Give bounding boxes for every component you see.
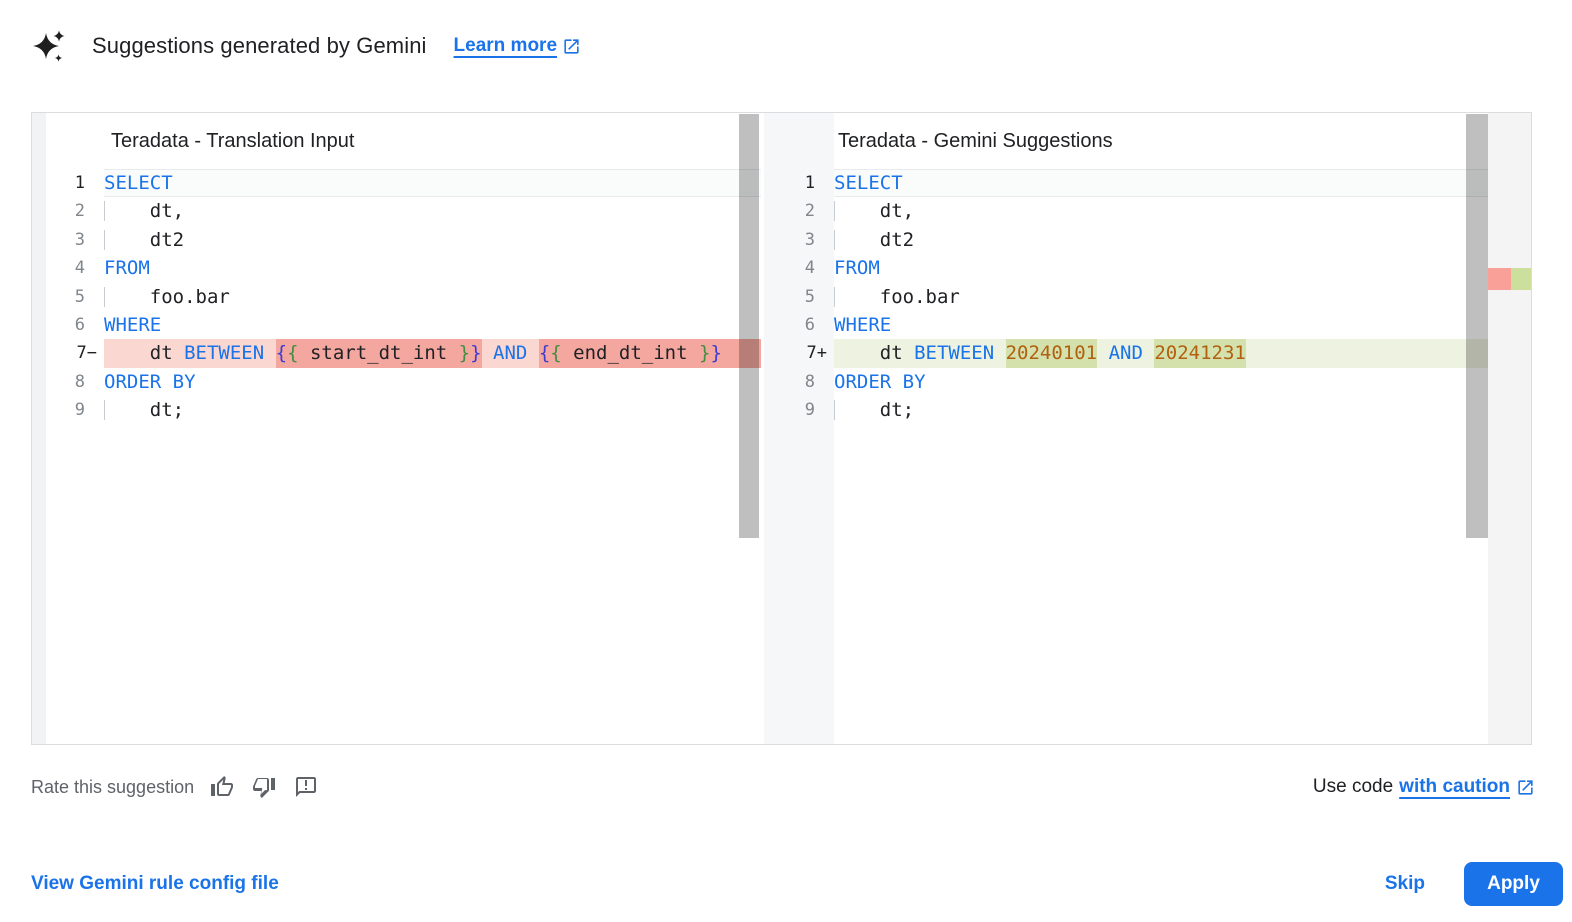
line-number: 7+ bbox=[806, 343, 827, 364]
code-text: foo.bar bbox=[104, 283, 761, 311]
panel-header-right: Teradata - Gemini Suggestions bbox=[764, 113, 1531, 169]
line-number: 5 bbox=[74, 286, 85, 307]
external-link-icon bbox=[564, 38, 579, 54]
rate-row: Rate this suggestion Use code with cauti… bbox=[31, 771, 1535, 803]
use-code-caution: Use code with caution bbox=[1313, 776, 1535, 798]
thumb-up-button[interactable] bbox=[209, 774, 235, 800]
code-line: 5 foo.bar bbox=[764, 283, 1488, 311]
feedback-icon bbox=[296, 777, 317, 797]
thumb-down-button[interactable] bbox=[251, 774, 277, 800]
line-number: 2 bbox=[74, 201, 85, 222]
use-code-prefix: Use code bbox=[1312, 776, 1394, 797]
code-line: 7+ dt BETWEEN 20240101 AND 20241231 bbox=[764, 339, 1488, 368]
code-text: dt2 bbox=[104, 226, 761, 254]
code-text: foo.bar bbox=[834, 283, 1488, 311]
thumb-down-icon bbox=[253, 778, 276, 798]
line-number: 8 bbox=[804, 371, 815, 392]
code-text: ORDER BY bbox=[104, 370, 196, 393]
code-line: 1 SELECT bbox=[32, 169, 761, 198]
scrollbar-thumb-right[interactable] bbox=[1466, 114, 1488, 538]
code-line: 3 dt2 bbox=[764, 226, 1488, 254]
code-line: 8 ORDER BY bbox=[764, 368, 1488, 396]
action-row: View Gemini rule config file Skip Apply bbox=[31, 862, 1563, 906]
code-text: dt; bbox=[104, 396, 761, 424]
line-number: 4 bbox=[804, 258, 815, 279]
panel-header-left: Teradata - Translation Input bbox=[32, 113, 761, 169]
line-number: 7− bbox=[76, 343, 97, 364]
diff-marker bbox=[1488, 268, 1531, 290]
learn-more-link[interactable]: Learn more bbox=[454, 35, 581, 57]
code-text: dt; bbox=[834, 396, 1488, 424]
diff-line-trail bbox=[721, 339, 761, 368]
code-text: ORDER BY bbox=[834, 370, 926, 393]
code-text: dt, bbox=[104, 197, 761, 225]
code-line: 9 dt; bbox=[764, 396, 1488, 424]
code-line: 6 WHERE bbox=[764, 311, 1488, 339]
code-line: 6 WHERE bbox=[32, 311, 761, 339]
line-number: 6 bbox=[804, 314, 815, 335]
code-line: 8 ORDER BY bbox=[32, 368, 761, 396]
diff-marker-added bbox=[1511, 268, 1531, 290]
code-line: 2 dt, bbox=[764, 197, 1488, 225]
skip-button[interactable]: Skip bbox=[1377, 873, 1433, 895]
feedback-button[interactable] bbox=[293, 774, 319, 800]
view-gemini-rule-config-link[interactable]: View Gemini rule config file bbox=[31, 873, 279, 894]
line-number: 1 bbox=[804, 173, 815, 193]
code-line: 5 foo.bar bbox=[32, 283, 761, 311]
line-number: 1 bbox=[74, 173, 85, 193]
line-number: 3 bbox=[804, 229, 815, 250]
code-line: 1 SELECT bbox=[764, 169, 1488, 198]
code-text: dt BETWEEN 20240101 AND 20241231 bbox=[834, 339, 1488, 368]
line-number: 6 bbox=[74, 314, 85, 335]
with-caution-link[interactable]: with caution bbox=[1399, 776, 1510, 797]
line-number: 2 bbox=[804, 201, 815, 222]
code-line: 2 dt, bbox=[32, 197, 761, 225]
code-text: WHERE bbox=[104, 313, 162, 336]
code-line: 3 dt2 bbox=[32, 226, 761, 254]
diff-minimap[interactable] bbox=[1488, 113, 1531, 744]
code-text: WHERE bbox=[834, 313, 892, 336]
scrollbar-thumb-left[interactable] bbox=[739, 114, 759, 538]
thumb-up-icon bbox=[211, 776, 234, 796]
header: Suggestions generated by Gemini Learn mo… bbox=[30, 24, 581, 68]
code-text: FROM bbox=[834, 257, 880, 280]
code-line: 4 FROM bbox=[764, 254, 1488, 282]
code-text: SELECT bbox=[104, 169, 761, 198]
code-text: dt BETWEEN {{ start_dt_int }} AND {{ end… bbox=[104, 339, 761, 368]
line-number: 9 bbox=[804, 400, 815, 421]
panel-title-left: Teradata - Translation Input bbox=[111, 129, 355, 152]
page-title: Suggestions generated by Gemini bbox=[92, 33, 427, 58]
diff-marker-removed bbox=[1488, 268, 1511, 290]
external-link-icon bbox=[1518, 779, 1533, 795]
line-number: 5 bbox=[804, 286, 815, 307]
line-number: 3 bbox=[74, 229, 85, 250]
code-line: 7− dt BETWEEN {{ start_dt_int }} AND {{ … bbox=[32, 339, 761, 368]
apply-button[interactable]: Apply bbox=[1464, 862, 1563, 906]
line-number: 8 bbox=[74, 371, 85, 392]
panel-title-right: Teradata - Gemini Suggestions bbox=[838, 129, 1113, 152]
code-text: dt, bbox=[834, 197, 1488, 225]
gemini-sparkle-icon bbox=[33, 30, 65, 62]
code-line: 9 dt; bbox=[32, 396, 761, 424]
rate-label: Rate this suggestion bbox=[31, 776, 195, 797]
pane-divider bbox=[761, 113, 764, 744]
line-number: 9 bbox=[74, 400, 85, 421]
code-text: dt2 bbox=[834, 226, 1488, 254]
code-line: 4 FROM bbox=[32, 254, 761, 282]
code-text: FROM bbox=[104, 257, 150, 280]
line-number: 4 bbox=[74, 258, 85, 279]
code-text: SELECT bbox=[834, 169, 1488, 198]
